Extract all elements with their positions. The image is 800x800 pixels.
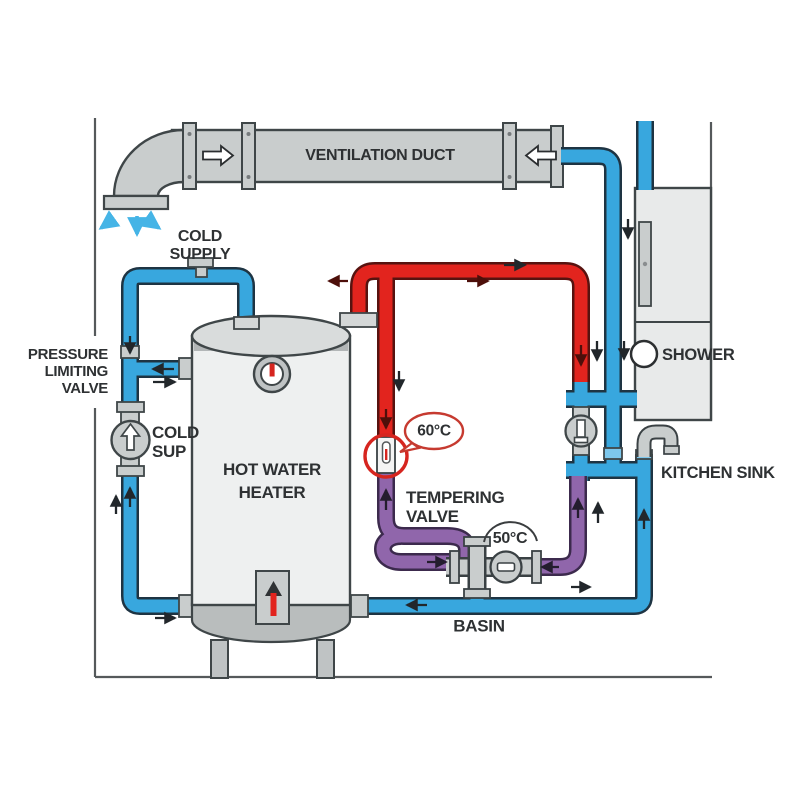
shower-unit [633,186,713,422]
shower-head-icon [629,339,659,369]
hot-water-heater-label: HOT WATER HEATER [222,460,322,502]
pressure-limiting-valve [110,401,151,477]
cold-inlet-fitting [233,316,260,330]
hot-water-heater-tank [190,312,378,679]
kitchen-faucet-icon [644,432,680,457]
duct-outlet-flange [102,194,170,211]
tempering-valve [446,537,541,598]
callout-bubble [403,411,465,451]
airflow-left-icon [524,144,557,167]
temp-60-value: 60°C [417,422,451,440]
temperature-dial-icon [252,354,292,394]
airflow-right-icon [202,144,235,167]
air-outlet-spray-icon [98,210,162,237]
bracket-bolts [187,132,512,179]
highlight-ring [363,433,409,479]
duct-brackets [182,122,564,190]
tank-leg [316,639,335,679]
flow-arrows [109,219,651,625]
hot-water-pipes [359,271,581,440]
duct-elbow [112,128,186,198]
ventilation-duct-label: VENTILATION DUCT [305,147,455,165]
tank-top [190,314,352,358]
door-handle-icon [642,261,648,267]
temp-50-value: 50°C [492,530,528,548]
temp-sensor-60 [363,411,465,479]
tank-leg [210,639,229,679]
hot-outlet-fitting [339,312,378,328]
cold-sup-label: COLD SUP [152,422,199,461]
cold-supply-label: COLD SUPPLY [169,228,231,263]
temp-arc-50 [483,521,538,543]
gate-valve-glyph [576,419,586,438]
basin-label: BASIN [453,616,505,636]
kitchen-sink-label: KITCHEN SINK [661,463,775,482]
pressure-limiting-valve-label: PRESSURE LIMITING VALVE [27,345,108,397]
isolation-valve [564,406,598,456]
shower-label: SHOWER [662,345,735,364]
ventilation-duct [102,122,564,211]
tempering-valve-label: TEMPERING VALVE [406,487,505,526]
heating-element [255,570,290,625]
valve-slot-glyph [496,562,516,572]
cold-supply-inlet [187,257,214,278]
valve-up-arrow-icon [119,422,142,451]
